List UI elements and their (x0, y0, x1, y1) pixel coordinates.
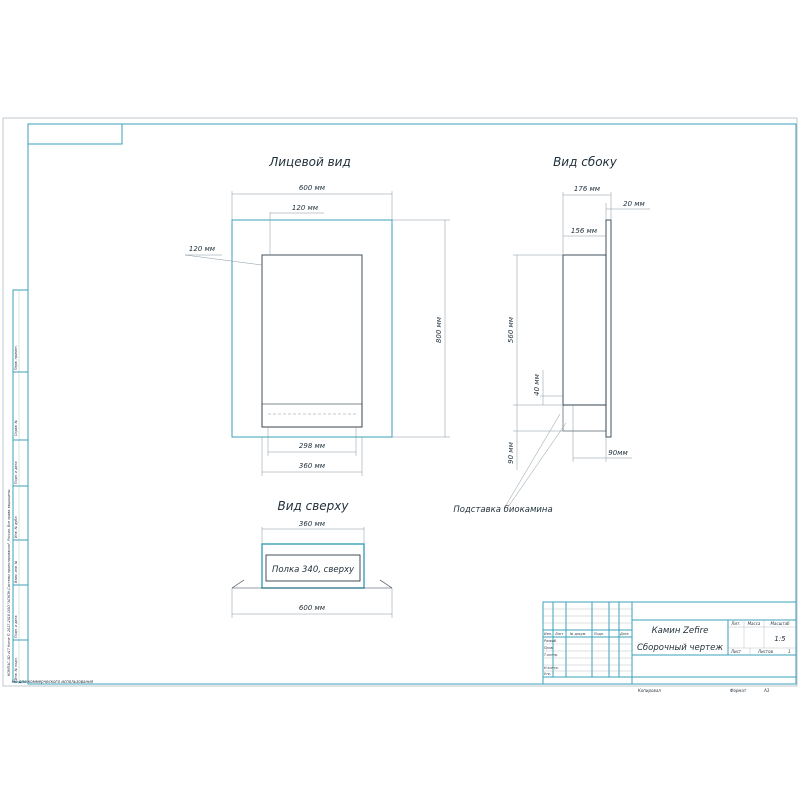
noncommercial-note: Не для коммерческого использования (12, 679, 94, 684)
side-strip: Перв. примен. Справ. № Подп. и дата Инв.… (7, 289, 29, 683)
strip-perv: Перв. примен. (14, 345, 18, 370)
tb-nkontr: Н.контр. (544, 666, 559, 670)
tb-scale-head: Масштаб (770, 621, 790, 626)
tb-sign: Подп. (594, 632, 604, 636)
label-stand: Подставка биокамина (453, 505, 552, 515)
dim-side-body: 156 мм (571, 227, 598, 235)
top-view: Вид сверху 360 мм Полка 340, сверху 600 … (231, 499, 393, 618)
front-view-title: Лицевой вид (268, 155, 351, 169)
dim-side-gap: 40 мм (533, 373, 541, 395)
tb-izm: Изм. (544, 632, 552, 636)
side-view: Вид сбоку 176 мм 20 мм 156 мм 560 мм 40 … (453, 155, 650, 515)
dim-front-height: 800 мм (435, 316, 443, 343)
label-shelf: Полка 340, сверху (272, 565, 355, 575)
strip-sprav: Справ. № (14, 419, 18, 436)
dim-front-inset-left: 120 мм (189, 245, 216, 253)
tb-mass: Масса (748, 621, 761, 626)
tb-razrab: Разраб. (544, 639, 557, 643)
sheet-outer-border (2, 117, 798, 687)
strip-watermark: КОМПАС-3D v17 Home © 2017-2018 ООО "АСКО… (7, 489, 11, 676)
format-label: Формат (730, 688, 747, 693)
dim-front-inner: 298 мм (299, 442, 326, 450)
tb-utv: Утв. (544, 672, 551, 676)
tb-sheet: Лист (730, 649, 742, 654)
dim-side-stand-d: 90мм (608, 449, 628, 457)
tb-sheets-n: 1 (788, 649, 791, 654)
dim-side-back: 20 мм (623, 200, 645, 208)
format-value: A3 (763, 688, 770, 693)
dim-side-stand-h: 90 мм (507, 441, 515, 463)
strip-inv-podl: Инв. № подл. (14, 657, 18, 680)
dim-top-total: 600 мм (299, 604, 326, 612)
tb-lit: Лит. (730, 621, 740, 626)
tb-title-2: Сборочный чертеж (637, 643, 723, 653)
sheet-corner-box (27, 123, 123, 145)
tb-doc: № докум. (569, 632, 586, 636)
front-view: Лицевой вид 600 мм 120 мм 120 мм 800 мм … (184, 155, 450, 476)
side-view-title: Вид сбоку (553, 155, 618, 169)
tb-date: Дата (619, 632, 629, 636)
tb-sheets: Листов (757, 649, 774, 654)
dim-front-base: 360 мм (299, 462, 326, 470)
tb-title-1: Камин Zefire (652, 626, 709, 636)
strip-vzam: Взам. инв. № (14, 560, 18, 583)
dim-top-width: 360 мм (299, 520, 326, 528)
tb-tkontr: Т.контр. (544, 653, 558, 657)
title-block: Изм. Лист № докум. Подп. Дата Разраб. Пр… (542, 601, 797, 685)
tb-prov: Пров. (544, 646, 554, 650)
sheet-frame (27, 123, 797, 685)
strip-podp2: Подп. и дата (14, 616, 18, 638)
tb-scale: 1:5 (774, 635, 786, 643)
dim-front-inset-top: 120 мм (292, 204, 319, 212)
top-view-title: Вид сверху (277, 499, 349, 513)
strip-inv-dubl: Инв. № дубл. (14, 515, 18, 538)
copied-label: Копировал (638, 688, 661, 693)
dim-side-depth: 176 мм (574, 185, 601, 193)
dim-side-height: 560 мм (507, 316, 515, 343)
strip-podp1: Подп. и дата (14, 462, 18, 484)
tb-list: Лист (554, 632, 563, 636)
dim-front-width: 600 мм (299, 184, 326, 192)
